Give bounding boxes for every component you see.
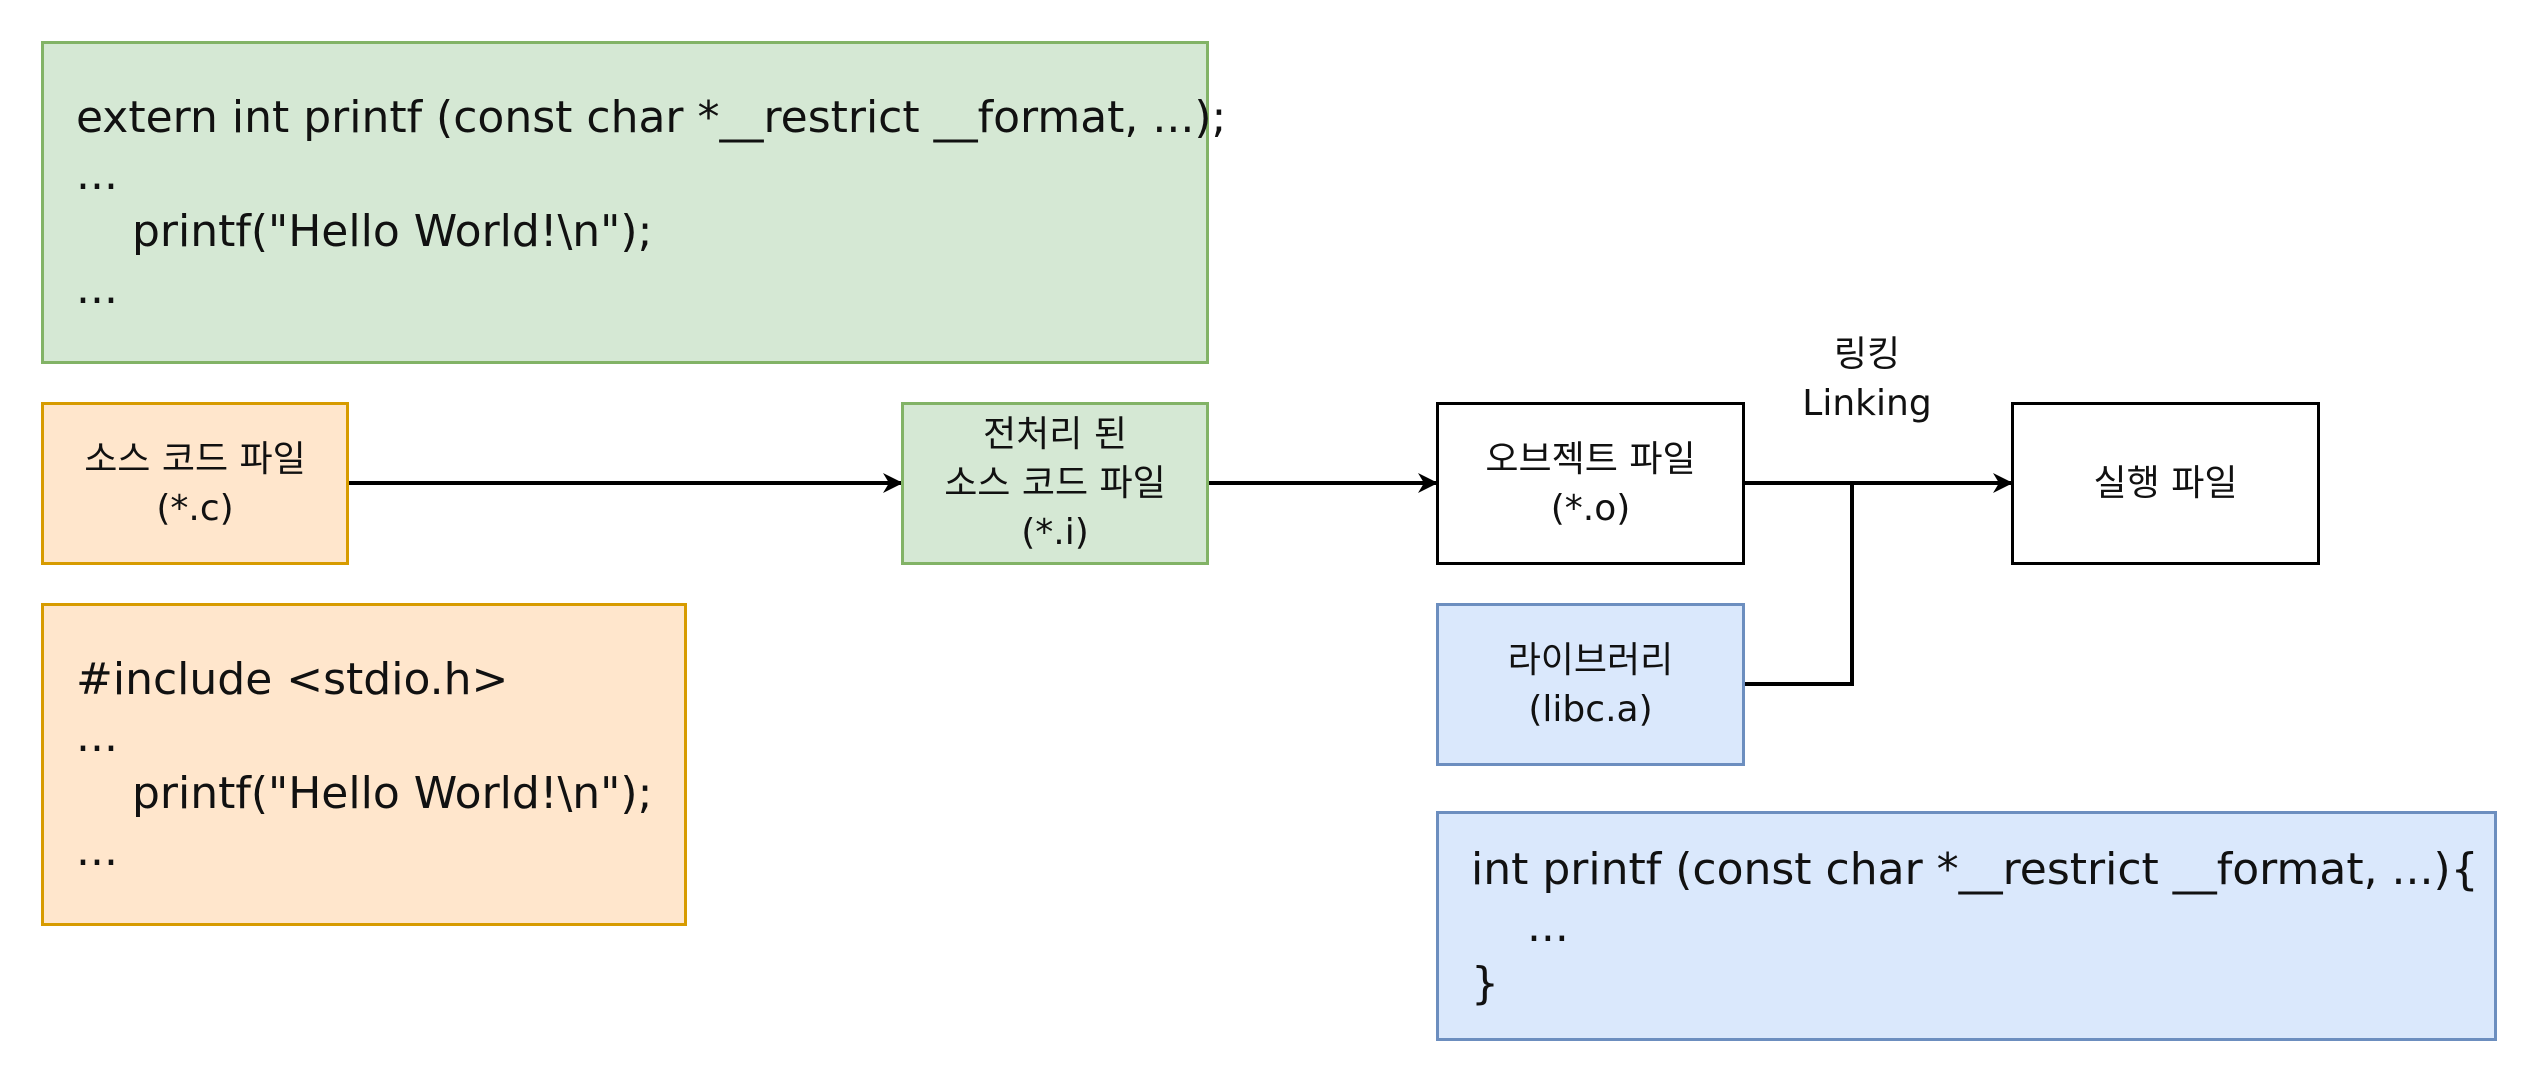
executable-file-label: 실행 파일 bbox=[2093, 463, 2238, 504]
source-code-line-4: ... bbox=[76, 824, 118, 876]
linking-label-english: Linking bbox=[1802, 383, 1932, 424]
library-filename: (libc.a) bbox=[1528, 688, 1653, 730]
source-code-box: #include <stdio.h> ... printf("Hello Wor… bbox=[41, 603, 687, 926]
preprocessed-code-line-2: ... bbox=[76, 148, 118, 200]
linking-label: 링킹 Linking bbox=[1772, 330, 1962, 428]
source-code-line-3: printf("Hello World!\n"); bbox=[76, 767, 653, 819]
preprocessed-code-line-3: printf("Hello World!\n"); bbox=[76, 205, 653, 257]
library-node: 라이브러리 (libc.a) bbox=[1436, 603, 1745, 766]
object-file-node: 오브젝트 파일 (*.o) bbox=[1436, 402, 1745, 565]
executable-file-node: 실행 파일 bbox=[2011, 402, 2320, 565]
preprocessed-file-node: 전처리 된 소스 코드 파일 (*.i) bbox=[901, 402, 1209, 565]
preprocessed-code-line-1: extern int printf (const char *__restric… bbox=[76, 91, 1227, 143]
object-file-extension: (*.o) bbox=[1550, 487, 1631, 529]
source-code-line-2: ... bbox=[76, 710, 118, 762]
preprocessed-code-line-4: ... bbox=[76, 262, 118, 314]
library-label: 라이브러리 bbox=[1507, 639, 1674, 681]
source-file-extension: (*.c) bbox=[156, 487, 234, 529]
source-code-file-node: 소스 코드 파일 (*.c) bbox=[41, 402, 349, 565]
library-code-line-1: int printf (const char *__restrict __for… bbox=[1471, 843, 2479, 895]
linking-label-korean: 링킹 bbox=[1833, 334, 1901, 375]
library-code-line-3: } bbox=[1471, 957, 1499, 1009]
preprocessed-code-box: extern int printf (const char *__restric… bbox=[41, 41, 1227, 364]
source-file-label: 소스 코드 파일 bbox=[84, 438, 306, 480]
preprocessed-file-label-2: 소스 코드 파일 bbox=[944, 463, 1166, 504]
preprocessed-file-extension: (*.i) bbox=[1021, 512, 1089, 553]
object-file-label: 오브젝트 파일 bbox=[1485, 438, 1696, 480]
library-code-line-2: ... bbox=[1471, 900, 1569, 952]
source-code-line-1: #include <stdio.h> bbox=[76, 653, 509, 705]
preprocessed-file-label-1: 전처리 된 bbox=[983, 414, 1127, 455]
edge-library-to-linking bbox=[1745, 483, 1854, 686]
library-code-box: int printf (const char *__restrict __for… bbox=[1436, 811, 2497, 1041]
